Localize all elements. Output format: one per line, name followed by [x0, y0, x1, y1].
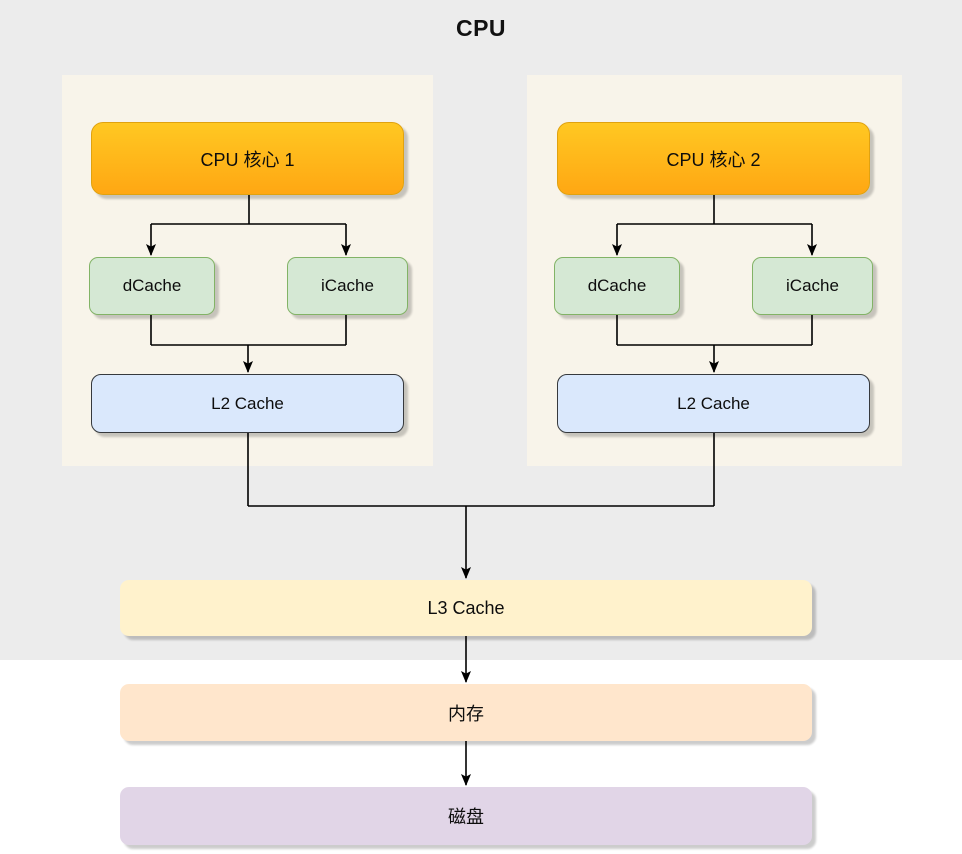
- core-2-icache-label: iCache: [786, 276, 839, 295]
- core-1-l2-cache-label: L2 Cache: [211, 393, 284, 413]
- core-1-icache-label: iCache: [321, 276, 374, 295]
- core-2-dcache-box: dCache: [554, 257, 680, 315]
- cpu-core-2-box: CPU 核心 2: [557, 122, 870, 195]
- core-1-l2-cache-box: L2 Cache: [91, 374, 404, 433]
- core-1-dcache-box: dCache: [89, 257, 215, 315]
- disk-box: 磁盘: [120, 787, 812, 845]
- memory-box: 内存: [120, 684, 812, 741]
- core-2-dcache-label: dCache: [587, 276, 647, 295]
- memory-label: 内存: [448, 703, 484, 724]
- diagram-title: CPU: [455, 15, 507, 41]
- cpu-core-1-label: CPU 核心 1: [200, 149, 295, 170]
- cpu-core-2-label: CPU 核心 2: [666, 149, 761, 170]
- core-2-l2-cache-box: L2 Cache: [557, 374, 870, 433]
- l3-cache-box: L3 Cache: [120, 580, 812, 636]
- core-2-l2-cache-label: L2 Cache: [677, 393, 750, 413]
- disk-label: 磁盘: [448, 807, 484, 827]
- cpu-core-1-box: CPU 核心 1: [91, 122, 404, 195]
- core-1-icache-box: iCache: [287, 257, 408, 315]
- core-2-icache-box: iCache: [752, 257, 873, 315]
- core-1-dcache-label: dCache: [122, 276, 182, 295]
- l3-cache-label: L3 Cache: [427, 597, 505, 618]
